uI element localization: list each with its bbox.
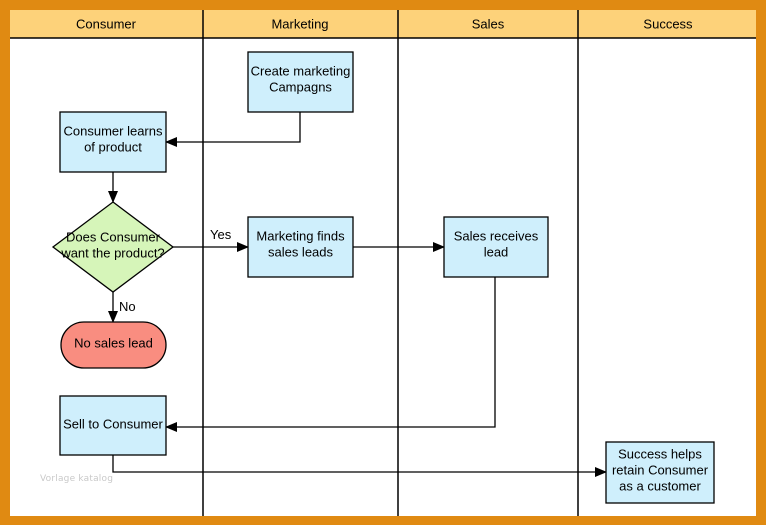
node-consumer-learns-line-2: of product: [84, 139, 142, 154]
node-marketing-finds-line-2: sales leads: [268, 244, 334, 259]
node-decision: Does Consumer want the product?: [51, 201, 175, 293]
edge-label-no: No: [119, 299, 136, 314]
lane-header-sales-bg: [398, 10, 578, 38]
lane-dividers: [10, 10, 756, 516]
node-create-marketing-box: [247, 51, 354, 113]
edge-sales-to-sell: [165, 277, 496, 432]
node-sell-to-consumer-box: [59, 395, 167, 456]
node-decision-line-1: Does Consumer: [66, 229, 161, 244]
lane-title-consumer: Consumer: [76, 16, 137, 31]
node-success-helps-line-2: retain Consumer: [612, 462, 709, 477]
node-success-helps-box: [605, 441, 715, 504]
node-no-sales-lead: No sales lead: [60, 321, 167, 369]
node-no-sales-lead-pill: [60, 321, 167, 369]
node-create-marketing-line-2: Campagns: [269, 79, 332, 94]
node-sales-receives-line-1: Sales receives: [454, 228, 539, 243]
node-sell-to-consumer-line-1: Sell to Consumer: [63, 416, 163, 431]
node-consumer-learns-box: [59, 111, 167, 173]
node-success-helps: Success helps retain Consumer as a custo…: [605, 441, 715, 504]
edge-create-to-learns: [165, 112, 301, 147]
node-create-marketing: Create marketing Campagns: [247, 51, 354, 113]
lane-header-consumer-bg: [10, 10, 203, 38]
node-consumer-learns: Consumer learns of product: [59, 111, 167, 173]
lane-header-row: Consumer Marketing Sales Success: [10, 10, 756, 38]
edge-sell-to-success: [112, 455, 607, 477]
lane-title-success: Success: [643, 16, 693, 31]
node-sales-receives: Sales receives lead: [443, 216, 549, 278]
lane-title-marketing: Marketing: [271, 16, 328, 31]
node-marketing-finds-line-1: Marketing finds: [256, 228, 345, 243]
node-marketing-finds: Marketing finds sales leads: [247, 216, 354, 278]
node-no-sales-lead-line-1: No sales lead: [74, 335, 153, 350]
node-decision-diamond: [51, 201, 175, 293]
node-create-marketing-line-1: Create marketing: [251, 63, 351, 78]
node-marketing-finds-box: [247, 216, 354, 278]
lane-header-success-bg: [578, 10, 756, 38]
node-sales-receives-box: [443, 216, 549, 278]
edge-label-yes: Yes: [210, 227, 232, 242]
lane-header-marketing-bg: [203, 10, 398, 38]
node-success-helps-line-1: Success helps: [618, 446, 702, 461]
node-decision-line-2: want the product?: [60, 245, 164, 260]
node-consumer-learns-line-1: Consumer learns: [64, 123, 163, 138]
node-success-helps-line-3: as a customer: [619, 478, 701, 493]
lane-title-sales: Sales: [472, 16, 505, 31]
watermark-text: Vorlage katalog: [40, 474, 114, 484]
node-sales-receives-line-2: lead: [484, 244, 509, 259]
node-sell-to-consumer: Sell to Consumer: [59, 395, 167, 456]
connectors: [108, 112, 607, 477]
